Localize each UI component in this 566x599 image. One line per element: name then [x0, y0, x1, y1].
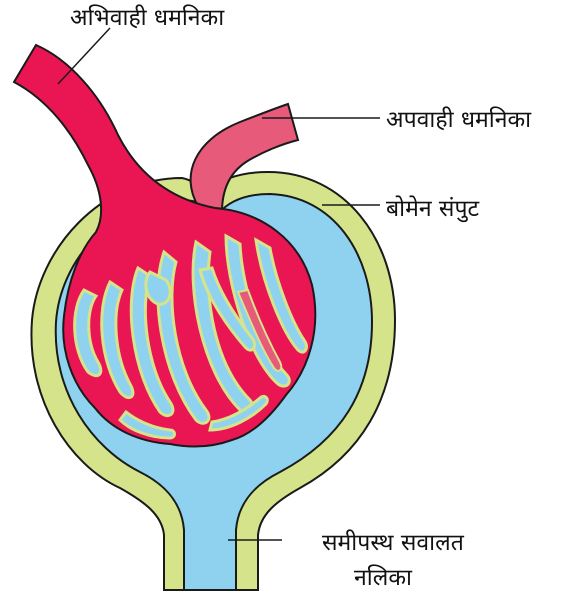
label-afferent-arteriole: अभिवाही धमनिका: [70, 6, 224, 31]
leader-afferent: [58, 28, 110, 84]
label-bowmans-capsule: बोमेन संपुट: [386, 197, 479, 222]
label-proximal-tubule-line2: नलिका: [354, 566, 412, 591]
label-proximal-tubule-line1: समीपस्थ सवालत: [322, 531, 464, 556]
label-efferent-arteriole: अपवाही धमनिका: [386, 108, 531, 133]
